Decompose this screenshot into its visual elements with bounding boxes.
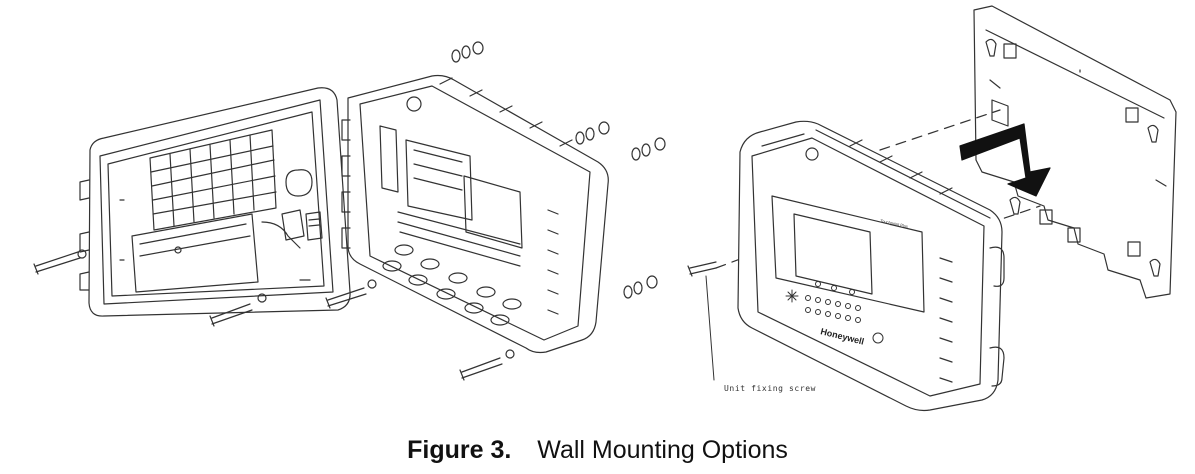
- lid-grid-bracket: [149, 129, 277, 231]
- figure-caption: Figure 3. Wall Mounting Options: [0, 436, 1195, 465]
- exploded-assembly-drawing: Touchpoint Plus Honeywell Unit fixing sc…: [33, 5, 1177, 412]
- panel-model-label: Touchpoint Plus: [880, 218, 909, 229]
- figure-title: Wall Mounting Options: [537, 436, 788, 464]
- closed-unit-assembly: Touchpoint Plus Honeywell Unit fixing sc…: [687, 5, 1177, 412]
- keypad-and-leds: [785, 281, 884, 344]
- wall-mounting-bracket: [973, 5, 1177, 299]
- enclosure-lid: [79, 87, 351, 317]
- open-enclosure-assembly: [33, 41, 666, 381]
- unit-fixing-screw-callout: Unit fixing screw: [724, 384, 816, 393]
- cable-gland-holes: [382, 244, 522, 326]
- unit-fixing-screw: [687, 261, 717, 381]
- closed-housing: Touchpoint Plus Honeywell: [737, 120, 1005, 412]
- screw: [459, 349, 515, 381]
- enclosure-base: [341, 74, 609, 354]
- mounting-screws-left: [33, 249, 515, 381]
- nuts-and-washers: [451, 41, 666, 299]
- screw: [209, 293, 267, 327]
- figure-number: Figure 3.: [407, 436, 512, 464]
- screw: [33, 249, 87, 275]
- mounting-direction-arrow: [959, 123, 1051, 197]
- screw: [325, 279, 377, 309]
